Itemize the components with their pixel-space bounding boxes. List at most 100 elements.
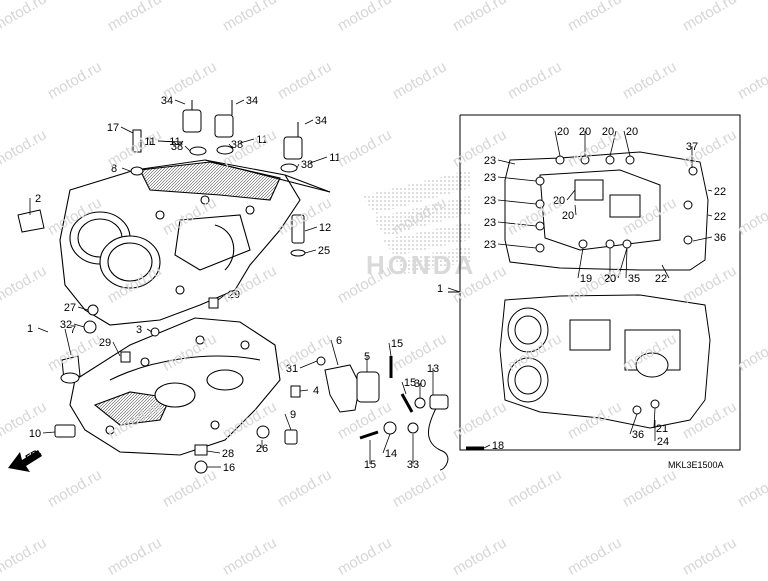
callout-c12: 12: [319, 222, 331, 234]
callout-c23e: 23: [484, 239, 496, 251]
leader-line-c20d: [623, 130, 631, 157]
callout-c6: 6: [336, 335, 342, 347]
callout-c27: 27: [64, 302, 76, 314]
leader-line-c20f: [574, 204, 577, 216]
leader-line-c22a: [707, 189, 713, 192]
callout-c1c: 1: [147, 136, 153, 148]
front-label: FR.: [24, 447, 44, 465]
leader-line-c7: [64, 328, 72, 356]
callout-c23d: 23: [484, 217, 496, 229]
callout-c25: 25: [318, 245, 330, 257]
callout-c31: 31: [286, 363, 298, 375]
callout-c22a: 22: [714, 186, 726, 198]
callout-c29b: 29: [99, 337, 111, 349]
leader-line-c29b: [112, 341, 121, 357]
callout-c15a: 15: [391, 338, 403, 350]
leader-line-c23d: [497, 221, 537, 227]
leader-line-c8: [121, 167, 131, 172]
leader-line-c9: [284, 413, 292, 431]
leader-lines: [29, 99, 713, 468]
leader-line-c11d: [179, 140, 184, 146]
leader-line-c38a: [184, 145, 191, 152]
leader-line-c34a: [174, 99, 186, 105]
leader-line-c27: [77, 306, 89, 311]
leader-line-c29a: [217, 293, 227, 301]
leader-line-c12: [304, 226, 318, 232]
callout-c3: 3: [136, 324, 142, 336]
callout-c5: 5: [364, 351, 370, 363]
crankcase-bottom-view: [499, 294, 711, 429]
leader-line-c32: [73, 323, 85, 328]
callout-c8: 8: [111, 163, 117, 175]
callout-c26: 26: [256, 443, 268, 455]
leader-line-c4: [299, 389, 309, 392]
honda-brand-text: HONDA: [366, 250, 476, 280]
leader-line-c15b: [401, 381, 407, 395]
callout-c21: 21: [656, 423, 668, 435]
leader-line-c20a: [554, 130, 561, 157]
front-arrow: [8, 450, 42, 472]
honda-wing-logo: HONDA: [362, 170, 476, 280]
leader-line-c22b: [707, 214, 713, 217]
callout-c22b: 22: [714, 211, 726, 223]
callout-c20g: 20: [604, 273, 616, 285]
leader-line-c25: [304, 249, 317, 254]
callout-c7: 7: [70, 324, 76, 336]
callout-c17: 17: [107, 122, 119, 134]
leader-line-c1a: [447, 287, 461, 293]
leader-line-c19: [577, 247, 584, 279]
small-parts: [17, 100, 484, 474]
callout-c10: 10: [29, 428, 41, 440]
callout-c28: 28: [222, 448, 234, 460]
leader-line-c34c: [304, 119, 314, 125]
leader-line-c38c: [296, 163, 300, 169]
callout-c20e: 20: [553, 195, 565, 207]
leader-line-c21: [653, 407, 656, 429]
callout-c36a: 36: [714, 232, 726, 244]
right-view-frame: [448, 114, 741, 451]
leader-line-c34b: [235, 99, 245, 105]
callout-c38c: 38: [301, 159, 313, 171]
callout-c11d: 11: [169, 136, 180, 148]
leader-line-c28: [206, 450, 221, 454]
callout-c16: 16: [223, 462, 235, 474]
leader-line-c35: [625, 247, 628, 279]
leader-line-c38b: [228, 143, 234, 150]
callout-c9: 9: [290, 409, 296, 421]
callout-c20a: 20: [557, 126, 569, 138]
callout-c29a: 29: [228, 289, 240, 301]
callout-c2: 2: [35, 193, 41, 205]
callout-c20f: 20: [562, 210, 574, 222]
callout-c18: 18: [492, 440, 504, 452]
callout-c22c: 22: [655, 273, 667, 285]
callout-c20c: 20: [602, 126, 614, 138]
callout-c23c: 23: [484, 195, 496, 207]
callout-c35: 35: [628, 273, 640, 285]
callout-c23a: 23: [484, 155, 496, 167]
callout-c11c: 11: [329, 152, 340, 164]
leader-line-c11c: [309, 156, 328, 164]
callout-c13: 13: [427, 363, 439, 375]
callout-c19: 19: [580, 273, 592, 285]
leader-line-c31: [299, 360, 318, 369]
callout-c38b: 38: [231, 139, 243, 151]
callout-c33: 33: [407, 459, 419, 471]
callout-c34b: 34: [246, 95, 258, 107]
leader-line-c14: [382, 433, 391, 454]
callout-c38a: 38: [171, 141, 183, 153]
callout-c15b: 15: [404, 377, 416, 389]
leader-line-c6: [330, 339, 339, 366]
leader-line-c3: [146, 328, 153, 333]
callout-c37: 37: [686, 141, 698, 153]
leader-line-c23e: [497, 243, 537, 249]
leader-line-c20e: [566, 189, 576, 201]
callout-c24: 24: [657, 436, 669, 448]
callout-c20h: 20: [604, 273, 616, 285]
leader-line-c36b: [629, 413, 638, 435]
callout-c34c: 34: [315, 115, 327, 127]
leader-line-c36a: [692, 236, 713, 242]
leader-line-c11b: [239, 138, 255, 144]
leader-line-c23c: [497, 199, 537, 205]
